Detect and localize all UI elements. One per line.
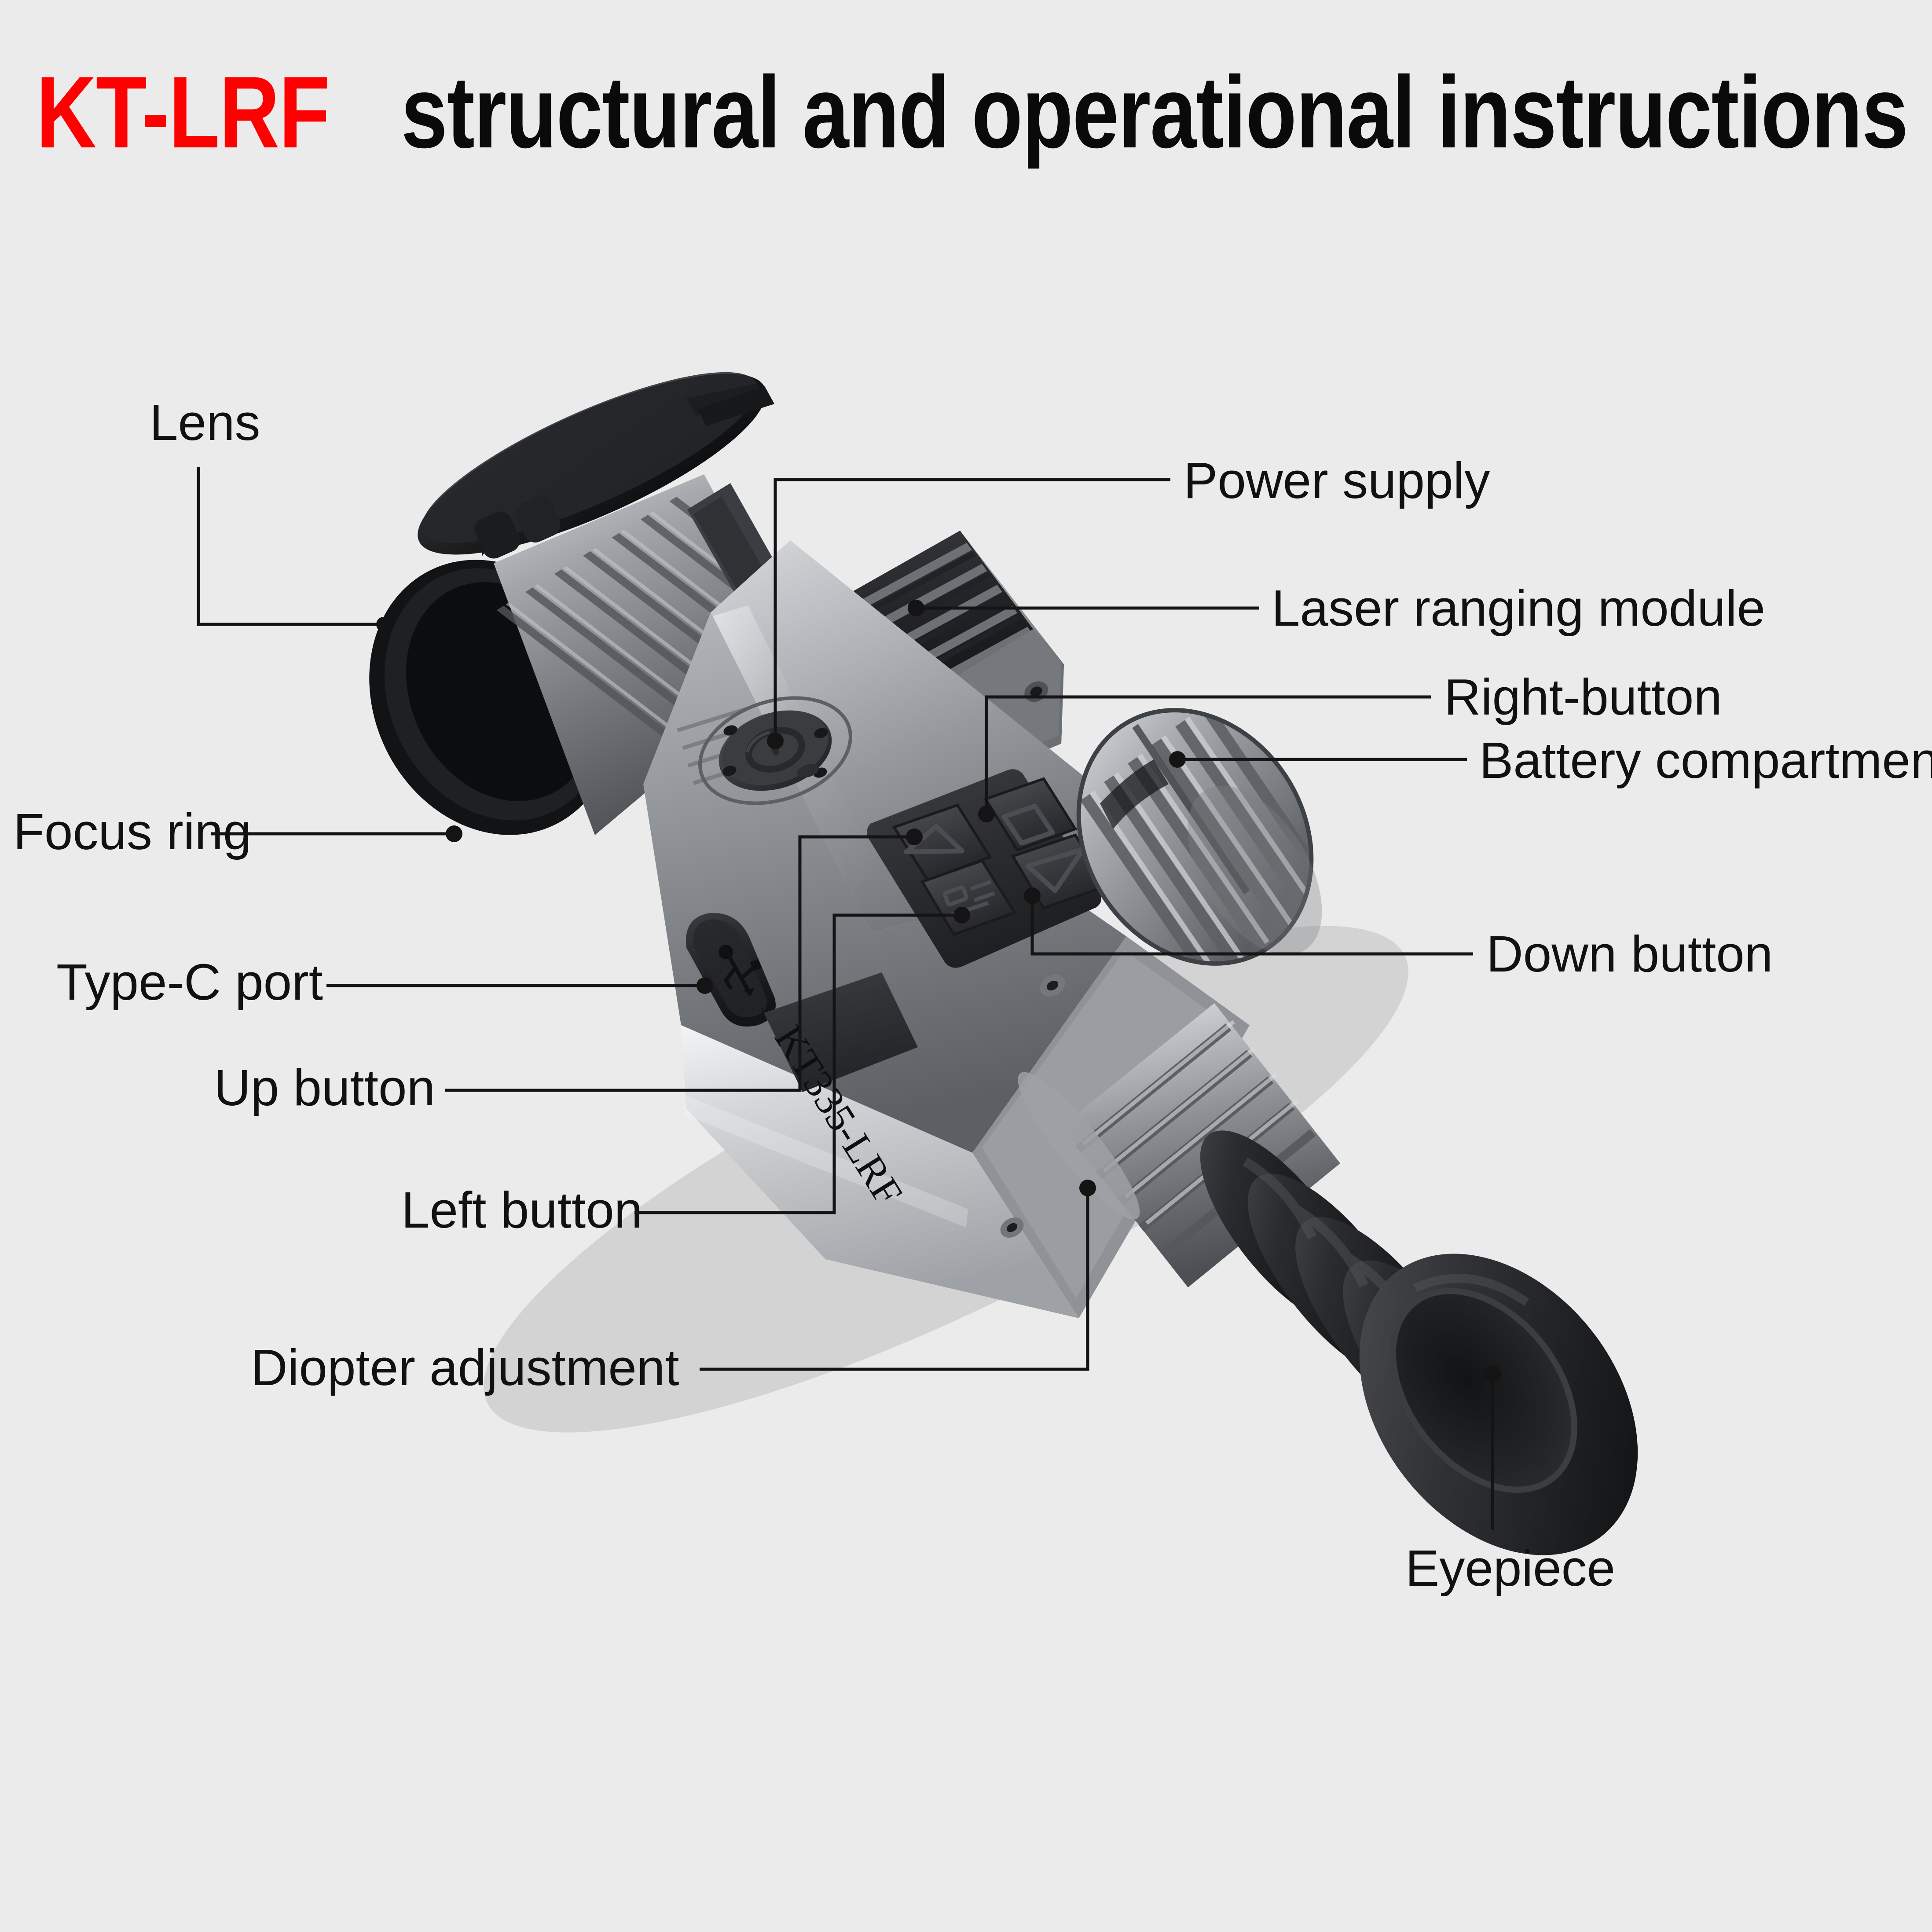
callout-label-down-button: Down button (1486, 925, 1773, 982)
callout-label-up-button: Up button (214, 1059, 435, 1116)
callout-label-power-supply: Power supply (1184, 452, 1490, 509)
title-model-text: KT-LRF (36, 55, 330, 169)
callout-diopter-adjustment: Diopter adjustment (251, 1180, 1096, 1396)
callout-eyepiece: Eyepiece (1405, 1365, 1615, 1597)
callout-label-lens: Lens (150, 394, 260, 451)
callout-laser-ranging-module: Laser ranging module (908, 579, 1765, 637)
page-title: KT-LRF structural and operational instruc… (36, 55, 1908, 169)
eyepiece-assembly (1018, 1003, 1638, 1555)
usb-icon (719, 945, 762, 996)
callout-layer: Lens Focus ring Type-C port Up button (13, 394, 1932, 1597)
right-button[interactable] (983, 777, 1078, 852)
lens-cap (418, 372, 774, 555)
title-rest-text: structural and operational instructions (401, 55, 1908, 169)
callout-left-button: Left button (401, 907, 970, 1239)
callout-right-button: Right-button (978, 668, 1722, 822)
callout-lens: Lens (150, 394, 391, 632)
callout-label-left-button: Left button (401, 1181, 642, 1239)
objective-lens-assembly (369, 372, 827, 835)
callout-up-button: Up button (214, 829, 923, 1116)
callout-battery-compartment: Battery compartment (1169, 732, 1932, 789)
callout-label-focus-ring: Focus ring (13, 803, 252, 860)
callout-focus-ring: Focus ring (13, 803, 462, 860)
eyecup (1359, 1254, 1638, 1555)
power-button[interactable] (686, 680, 864, 821)
lens-cap-tab (697, 386, 774, 426)
body-lower-face (681, 1025, 1079, 1318)
callout-label-eyepiece: Eyepiece (1405, 1540, 1615, 1597)
lens-cap-hinge (474, 495, 561, 559)
callout-label-battery-compartment: Battery compartment (1479, 732, 1932, 789)
callout-power-supply: Power supply (767, 452, 1490, 749)
battery-compartment[interactable] (1032, 666, 1358, 1007)
callout-label-type-c-port: Type-C port (56, 953, 323, 1011)
callout-down-button: Down button (1024, 887, 1773, 982)
callout-label-laser-ranging-module: Laser ranging module (1272, 579, 1765, 637)
callout-label-diopter-adjustment: Diopter adjustment (251, 1339, 679, 1396)
callout-type-c-port: Type-C port (56, 953, 713, 1011)
callout-label-right-button: Right-button (1444, 668, 1722, 726)
